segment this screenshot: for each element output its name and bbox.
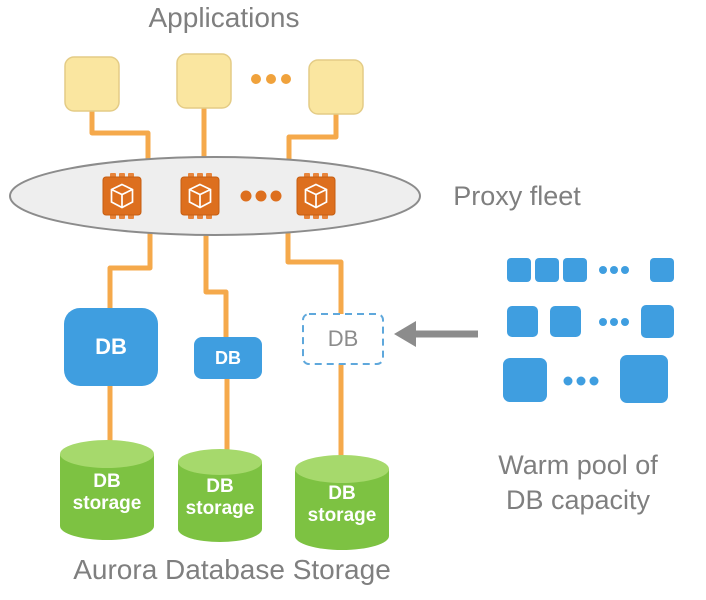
application-box-1: [64, 56, 120, 112]
ellipsis-dot: [599, 318, 607, 326]
connector-proxy-db3: [285, 226, 344, 320]
warm-pool-label: Warm pool of DB capacity: [498, 449, 658, 515]
db-instance-2-label: DB: [215, 347, 241, 368]
ellipsis-dot: [255, 190, 267, 202]
warm-pool-square: [650, 258, 674, 282]
proxy-node-icon: [180, 172, 220, 220]
connector-proxy-db2: [203, 228, 229, 342]
storage-node-1-label: DB storage: [72, 471, 142, 514]
connector-proxy-db1: [107, 226, 153, 315]
application-box-3: [308, 59, 364, 115]
ellipsis-dot: [281, 74, 291, 84]
db-instance-1: [64, 308, 158, 386]
warm-pool-square: [503, 358, 547, 402]
storage-cylinder-3-top: [295, 455, 389, 483]
storage-node-3-label: DB storage: [307, 483, 377, 526]
warm-pool-square: [507, 306, 538, 337]
db-instance-3-label: DB: [327, 326, 359, 351]
applications-title: Applications: [148, 2, 300, 33]
ellipsis-dot: [610, 266, 618, 274]
ellipsis-dot: [240, 190, 252, 202]
ellipsis-dot: [621, 266, 629, 274]
warm-pool-square: [550, 306, 581, 337]
warm-pool-square: [641, 305, 674, 338]
ellipsis-dot: [576, 376, 586, 386]
db-instance-2: [194, 337, 262, 379]
ellipsis-dot: [599, 266, 607, 274]
warm-pool-square: [535, 258, 559, 282]
storage-node-2-label: DB storage: [185, 476, 255, 519]
connector-app3-proxy: [286, 112, 339, 170]
ellipsis-dot: [563, 376, 573, 386]
storage-cylinder-1-top: [60, 440, 154, 468]
ellipsis-dot: [270, 190, 282, 202]
connector-app1-proxy: [89, 110, 151, 172]
ellipsis-dot: [621, 318, 629, 326]
ellipsis-dot: [589, 376, 599, 386]
proxy-node-icon: [102, 172, 142, 220]
application-box-2: [176, 53, 232, 109]
aurora-storage-caption: Aurora Database Storage: [73, 554, 391, 585]
proxy-node-icon: [296, 172, 336, 220]
proxy-fleet-label: Proxy fleet: [453, 180, 581, 211]
ellipsis-dot: [610, 318, 618, 326]
warm-pool-square: [563, 258, 587, 282]
db-instance-3-dashed: [302, 313, 384, 365]
db-instance-1-label: DB: [95, 334, 127, 359]
ellipsis-dot: [251, 74, 261, 84]
warm-pool-square: [507, 258, 531, 282]
ellipsis-dot: [266, 74, 276, 84]
warm-pool-square: [620, 355, 668, 403]
left-arrow-icon: [394, 321, 416, 347]
storage-cylinder-2-top: [178, 449, 262, 475]
